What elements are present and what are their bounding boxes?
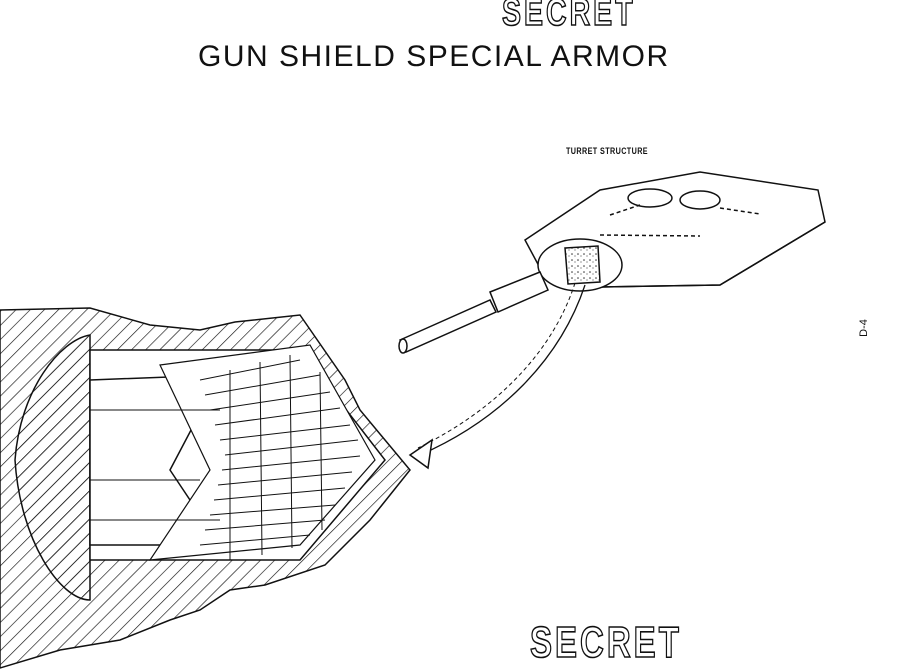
turret-structure-label: TURRET STRUCTURE — [566, 146, 648, 156]
gun-barrel — [398, 271, 549, 354]
turret-illustration — [524, 171, 826, 292]
gun-shield-cross-section — [0, 307, 411, 669]
callout-arrow — [419, 284, 586, 456]
classification-stamp-top: SECRET — [501, 0, 636, 35]
arrow-head-icon — [408, 438, 433, 470]
page-title: GUN SHIELD SPECIAL ARMOR — [198, 40, 670, 73]
classification-stamp-bottom: SECRET — [529, 617, 682, 668]
